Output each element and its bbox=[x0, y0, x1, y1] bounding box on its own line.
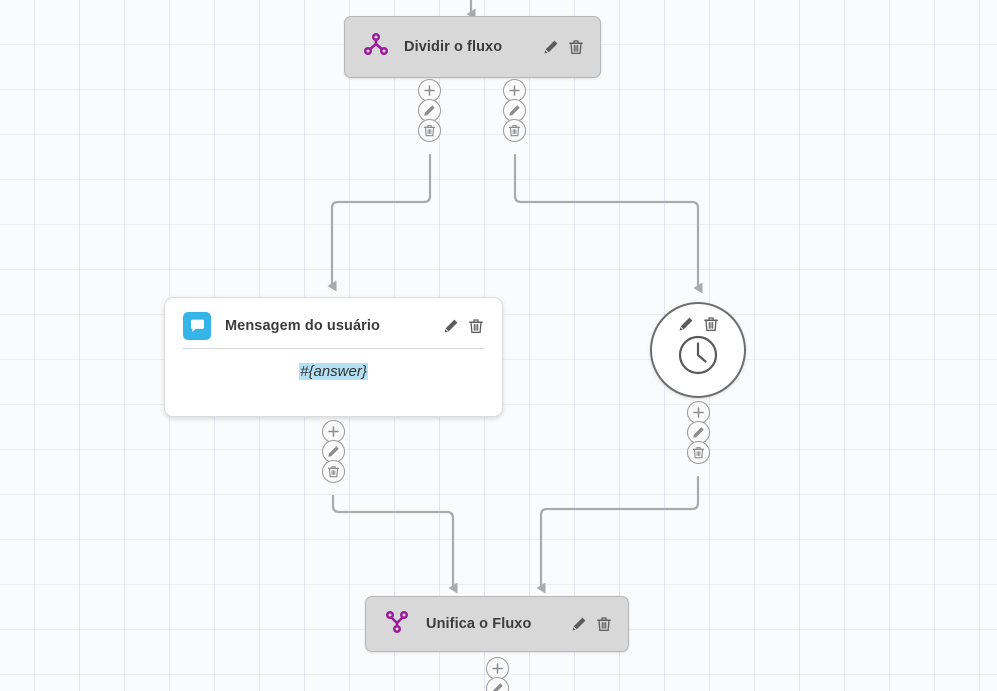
delete-icon bbox=[692, 447, 705, 459]
node-split-flow[interactable]: Dividir o fluxo bbox=[344, 16, 601, 78]
edit-icon bbox=[424, 105, 435, 116]
edit-icon-button[interactable] bbox=[418, 99, 441, 122]
edge-user-message-to-merge bbox=[331, 494, 458, 594]
edit-icon[interactable] bbox=[443, 318, 459, 334]
add-icon bbox=[328, 426, 339, 437]
add-icon bbox=[492, 663, 503, 674]
edge-split-to-user-message bbox=[327, 153, 432, 292]
merge-flow-icon bbox=[382, 607, 412, 642]
delete-icon-button[interactable] bbox=[418, 119, 441, 142]
node-timer-actions bbox=[678, 316, 719, 332]
delete-icon bbox=[423, 125, 436, 137]
handle-stack-split-out-left[interactable] bbox=[418, 79, 441, 142]
node-user-message[interactable]: Mensagem do usuário #{answer} bbox=[164, 297, 503, 417]
node-split-flow-actions bbox=[521, 39, 584, 55]
split-flow-icon bbox=[361, 30, 391, 65]
add-icon bbox=[424, 85, 435, 96]
edit-icon bbox=[693, 427, 704, 438]
add-icon-button[interactable] bbox=[418, 79, 441, 102]
node-timer[interactable] bbox=[650, 302, 746, 398]
edge-split-to-timer bbox=[513, 153, 703, 294]
delete-icon[interactable] bbox=[568, 39, 584, 55]
edit-icon-button[interactable] bbox=[486, 677, 509, 691]
edit-icon bbox=[328, 446, 339, 457]
delete-icon-button[interactable] bbox=[687, 441, 710, 464]
add-icon bbox=[693, 407, 704, 418]
handle-stack-timer-out[interactable] bbox=[687, 401, 710, 464]
clock-icon bbox=[677, 334, 719, 381]
node-user-message-body: #{answer} bbox=[165, 349, 502, 399]
edit-icon bbox=[509, 105, 520, 116]
edit-icon[interactable] bbox=[543, 39, 559, 55]
delete-icon[interactable] bbox=[703, 316, 719, 332]
handle-stack-split-out-right[interactable] bbox=[503, 79, 526, 142]
edit-icon[interactable] bbox=[678, 316, 694, 332]
node-merge-flow-actions bbox=[549, 616, 612, 632]
node-merge-flow-title: Unifica o Fluxo bbox=[426, 616, 532, 632]
node-merge-flow[interactable]: Unifica o Fluxo bbox=[365, 596, 629, 652]
edge-timer-to-merge bbox=[536, 475, 700, 594]
edit-icon bbox=[492, 683, 503, 691]
delete-icon[interactable] bbox=[596, 616, 612, 632]
handle-stack-user-message-out[interactable] bbox=[322, 420, 345, 483]
speech-bubble-icon bbox=[183, 312, 211, 340]
edit-icon[interactable] bbox=[571, 616, 587, 632]
delete-icon-button[interactable] bbox=[503, 119, 526, 142]
variable-chip-answer[interactable]: #{answer} bbox=[299, 363, 368, 381]
node-split-flow-title: Dividir o fluxo bbox=[404, 39, 503, 55]
delete-icon bbox=[327, 466, 340, 478]
delete-icon[interactable] bbox=[468, 318, 484, 334]
node-user-message-title: Mensagem do usuário bbox=[225, 318, 380, 334]
node-user-message-actions bbox=[421, 318, 484, 334]
node-user-message-divider bbox=[183, 348, 484, 349]
delete-icon-button[interactable] bbox=[322, 460, 345, 483]
delete-icon bbox=[508, 125, 521, 137]
add-icon bbox=[509, 85, 520, 96]
handle-stack-merge-out[interactable] bbox=[486, 657, 509, 691]
node-user-message-header: Mensagem do usuário bbox=[165, 298, 502, 348]
